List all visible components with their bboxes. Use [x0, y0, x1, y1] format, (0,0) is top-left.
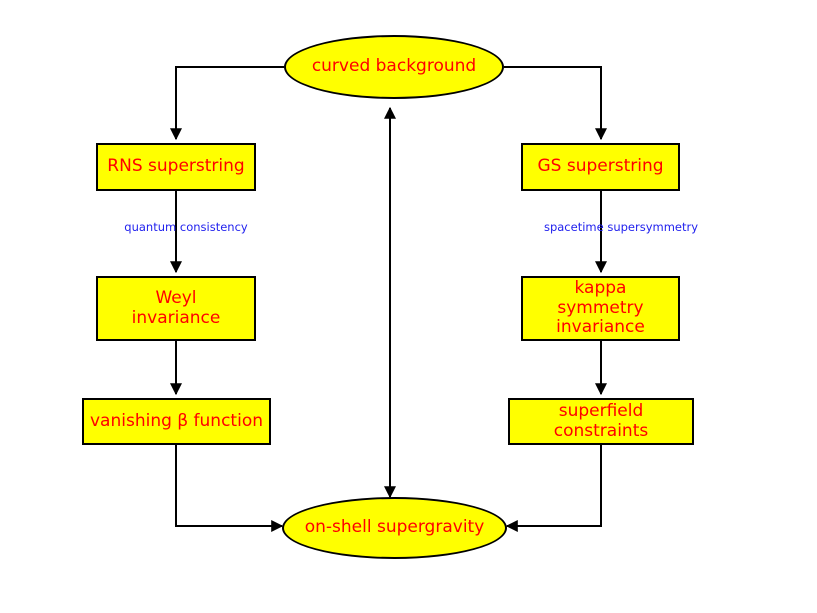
- edge-vanishing-beta-to-on-shell-supergravity: [175, 445, 284, 532]
- node-vanishing-beta-function[interactable]: vanishing β function: [82, 398, 271, 445]
- node-superfield-constraints[interactable]: superfield constraints: [508, 398, 694, 445]
- node-gs-superstring[interactable]: GS superstring: [521, 143, 680, 191]
- node-weyl-invariance-label: Weyl invariance: [131, 288, 221, 328]
- node-kappa-symmetry-invariance[interactable]: kappa symmetry invariance: [521, 276, 680, 341]
- edge-label-spacetime-supersymmetry-text: spacetime supersymmetry: [543, 220, 699, 234]
- edge-superfield-constraints-to-on-shell-supergravity: [505, 445, 602, 532]
- edge-curved-background-to-rns-superstring: [170, 66, 284, 141]
- node-kappa-symmetry-invariance-label: kappa symmetry invariance: [556, 278, 645, 338]
- node-rns-superstring-label: RNS superstring: [107, 156, 245, 177]
- edge-label-spacetime-supersymmetry: spacetime supersymmetry: [544, 220, 698, 234]
- node-on-shell-supergravity-label: on-shell supergravity: [304, 517, 485, 538]
- edge-label-quantum-consistency-text: quantum consistency: [124, 220, 248, 234]
- node-curved-background[interactable]: curved background: [284, 35, 504, 99]
- edge-curved-background-to-gs-superstring: [504, 66, 607, 141]
- node-weyl-invariance[interactable]: Weyl invariance: [96, 276, 256, 341]
- node-rns-superstring[interactable]: RNS superstring: [96, 143, 256, 191]
- node-on-shell-supergravity[interactable]: on-shell supergravity: [282, 497, 507, 559]
- edge-label-quantum-consistency: quantum consistency: [124, 220, 247, 234]
- node-vanishing-beta-function-label: vanishing β function: [90, 410, 263, 431]
- node-superfield-constraints-label: superfield constraints: [553, 401, 649, 441]
- node-curved-background-label: curved background: [311, 56, 477, 77]
- node-gs-superstring-label: GS superstring: [537, 156, 664, 177]
